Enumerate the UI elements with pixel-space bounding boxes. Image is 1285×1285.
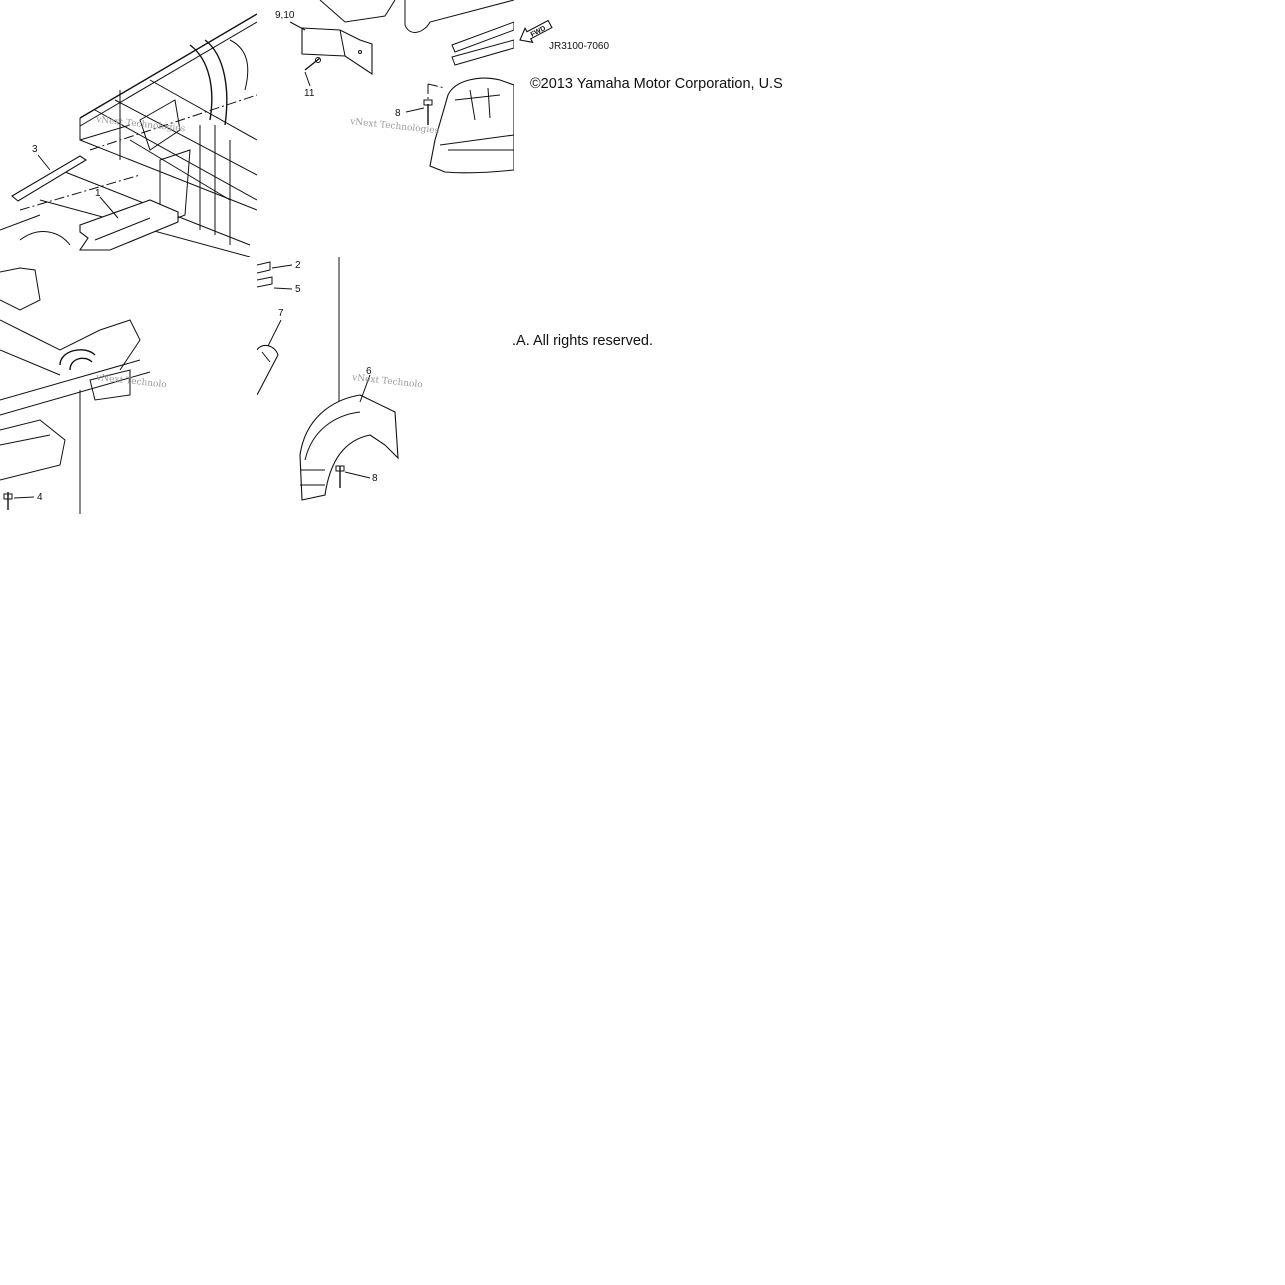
part-11-bolt xyxy=(304,57,321,71)
callout-5: 5 xyxy=(295,284,301,295)
watermark-cropped: vNext Technolo xyxy=(95,373,167,390)
callout-1: 1 xyxy=(95,188,101,199)
callout-6: 6 xyxy=(366,366,372,377)
part-5-strip xyxy=(257,276,273,288)
watermark: vNext Technologies xyxy=(349,117,440,136)
part-1-plate xyxy=(78,199,179,251)
callout-2: 2 xyxy=(295,260,301,271)
callout-9-10: 9,10 xyxy=(275,10,295,21)
callout-7: 7 xyxy=(278,308,284,319)
tile-top-right: FWD JR3100-7060 ©2013 Yamaha Motor Corpo… xyxy=(519,19,783,92)
copyright-line-2: .A. All rights reserved. xyxy=(512,333,653,349)
fender-upper xyxy=(429,77,514,174)
tile-bottom-middle: 2 5 7 6 8 vNext Technolo xyxy=(257,257,423,501)
tile-bottom-right: .A. All rights reserved. xyxy=(512,333,653,349)
fwd-arrow-icon: FWD xyxy=(519,19,553,44)
tile-bottom-left: 4 vNext Technolo xyxy=(0,267,167,514)
copyright-line-1: ©2013 Yamaha Motor Corporation, U.S xyxy=(530,76,783,92)
callout-4: 4 xyxy=(37,492,43,503)
callout-8-upper: 8 xyxy=(395,108,401,119)
part-3-bar xyxy=(11,155,88,202)
tile-top-middle: 9,10 11 8 vNext Technologies xyxy=(275,0,514,174)
fwd-label: FWD xyxy=(530,25,547,39)
part-9-10-bracket xyxy=(301,27,373,76)
callout-8-lower: 8 xyxy=(372,473,378,484)
callout-3: 3 xyxy=(32,144,38,155)
part-6-fender xyxy=(299,394,399,501)
part-code: JR3100-7060 xyxy=(549,41,609,52)
watermark-cropped: vNext Technolo xyxy=(351,373,423,390)
part-7-cover xyxy=(257,344,279,396)
tile-top-left: 3 1 vNext Technologies xyxy=(0,13,257,257)
frame-rail xyxy=(79,13,257,119)
callout-11: 11 xyxy=(304,88,315,99)
part-2-strip xyxy=(257,261,271,274)
